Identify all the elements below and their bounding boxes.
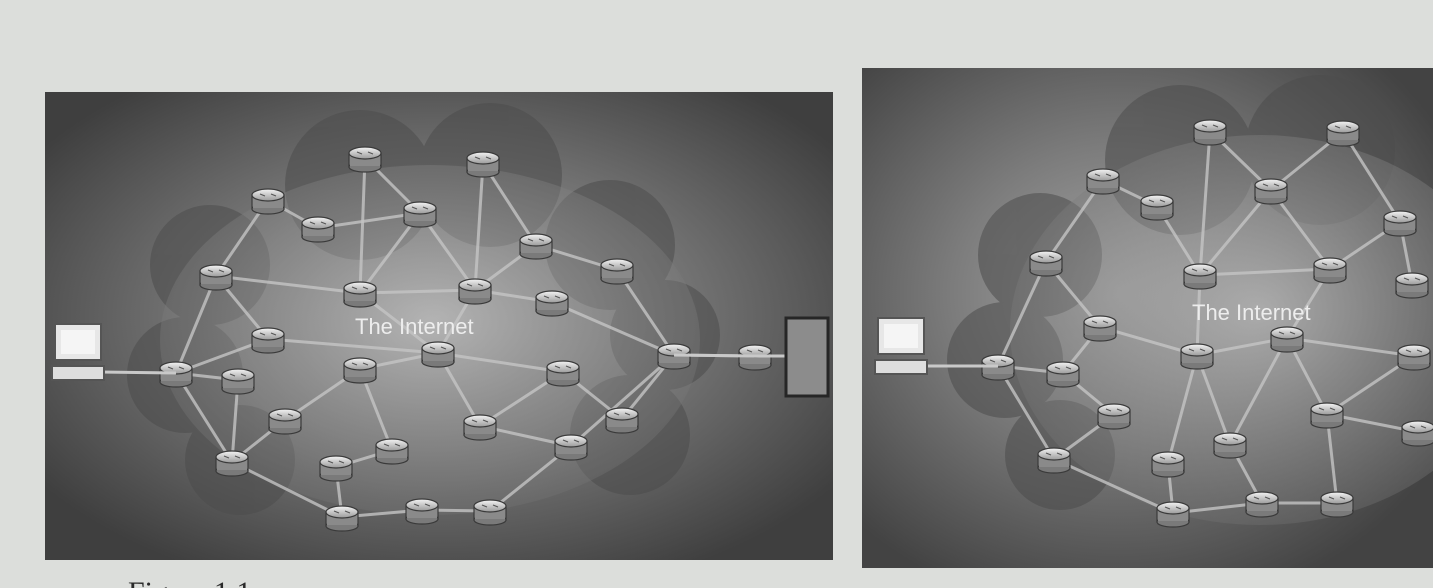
router-icon — [1397, 344, 1431, 371]
router-icon — [301, 216, 335, 243]
router-icon — [605, 407, 639, 434]
network-link — [1166, 354, 1199, 464]
network-link — [551, 300, 675, 357]
router-icon — [1037, 447, 1071, 474]
router-icon — [1395, 272, 1429, 299]
network-link — [437, 351, 564, 374]
router-icon — [1180, 343, 1214, 370]
panel-left: The Internet — [45, 92, 833, 560]
network-link — [174, 275, 218, 374]
network-link — [359, 288, 476, 295]
network-link — [358, 157, 367, 294]
router-icon — [215, 450, 249, 477]
router-icon — [463, 414, 497, 441]
router-icon — [1086, 168, 1120, 195]
router-icon — [458, 278, 492, 305]
router-icon — [199, 264, 233, 291]
router-icon — [405, 498, 439, 525]
network-link — [996, 365, 1056, 460]
network-link — [1053, 457, 1174, 515]
network-link — [317, 211, 421, 230]
network-link — [570, 353, 675, 448]
router-icon — [251, 327, 285, 354]
network-link — [215, 274, 361, 295]
router-icon — [1156, 501, 1190, 528]
router-icon — [1183, 263, 1217, 290]
router-icon — [421, 341, 455, 368]
router-icon — [221, 368, 255, 395]
router-icon — [348, 146, 382, 173]
router-icon — [1383, 210, 1417, 237]
figure-caption: Figure 1.1 — [128, 576, 251, 588]
router-icon — [1310, 402, 1344, 429]
panel-right-computer-icon — [874, 317, 998, 375]
router-icon — [1083, 315, 1117, 342]
router-icon — [343, 357, 377, 384]
network-link — [267, 337, 439, 355]
panel-right-cloud-label: The Internet — [1192, 300, 1311, 325]
network-link — [1198, 130, 1212, 276]
router-icon — [546, 360, 580, 387]
router-icon — [319, 455, 353, 482]
panel-left-routers — [159, 146, 772, 532]
router-icon — [473, 499, 507, 526]
router-icon — [159, 361, 193, 388]
router-icon — [466, 151, 500, 178]
router-icon — [1245, 491, 1279, 518]
panel-left-server-icon — [673, 316, 830, 398]
network-link — [231, 460, 343, 519]
panel-left-cloud-label: The Internet — [355, 314, 474, 339]
router-icon — [1097, 403, 1131, 430]
panel-right: The Internet — [862, 68, 1433, 568]
router-icon — [1401, 420, 1433, 447]
network-link — [1228, 337, 1289, 445]
network-link — [615, 269, 676, 356]
router-icon — [1213, 432, 1247, 459]
network-link — [1199, 267, 1331, 277]
router-icon — [343, 281, 377, 308]
router-icon — [1193, 119, 1227, 146]
network-link — [1198, 189, 1273, 276]
network-link — [1044, 179, 1105, 263]
router-icon — [1254, 178, 1288, 205]
router-icon — [251, 188, 285, 215]
network-link — [1195, 354, 1232, 445]
network-link — [996, 261, 1048, 367]
router-icon — [1320, 491, 1354, 518]
network-link — [174, 372, 234, 463]
router-icon — [1313, 257, 1347, 284]
panel-left-computer-icon — [51, 323, 177, 381]
network-link — [1341, 131, 1402, 223]
router-icon — [1270, 326, 1304, 353]
router-icon — [1029, 250, 1063, 277]
router-icon — [1140, 194, 1174, 221]
router-icon — [1326, 120, 1360, 147]
router-icon — [554, 434, 588, 461]
router-icon — [600, 258, 634, 285]
router-icon — [375, 438, 409, 465]
router-icon — [1046, 361, 1080, 388]
router-icon — [519, 233, 553, 260]
network-link — [1325, 413, 1339, 504]
network-link — [473, 162, 485, 291]
router-icon — [325, 505, 359, 532]
router-icon — [403, 201, 437, 228]
router-icon — [268, 408, 302, 435]
panel-right-routers — [981, 119, 1433, 528]
router-icon — [535, 290, 569, 317]
network-link — [1286, 336, 1415, 358]
router-icon — [1151, 451, 1185, 478]
